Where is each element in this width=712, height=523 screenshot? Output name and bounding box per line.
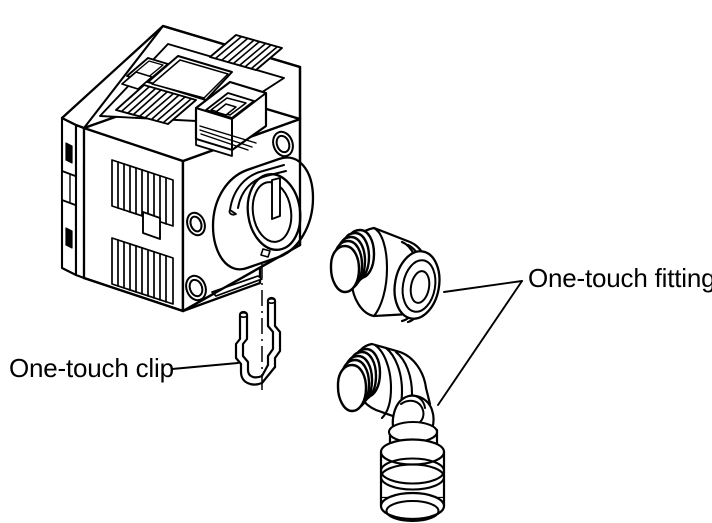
one-touch-clip <box>234 296 282 386</box>
elbow-one-touch-fitting <box>336 342 446 522</box>
label-one-touch-fitting: One-touch fitting <box>528 263 712 293</box>
valve-connector-socket <box>194 80 268 157</box>
fitting-leader-line-elbow <box>437 280 523 406</box>
straight-one-touch-fitting <box>329 226 441 324</box>
label-one-touch-clip: One-touch clip <box>9 353 174 383</box>
valve-manifold-block <box>60 24 315 313</box>
clip-leader-line <box>171 362 239 370</box>
fitting-leader-line-straight <box>443 280 523 293</box>
